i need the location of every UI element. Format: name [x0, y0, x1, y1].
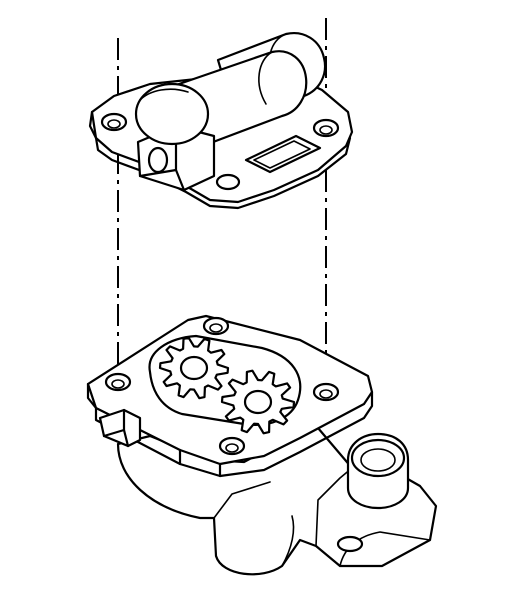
body-bolt-hole-front [218, 436, 246, 456]
body-mount-hole [336, 535, 364, 553]
body-bolt-hole-rear [202, 316, 230, 336]
driven-gear [220, 369, 296, 435]
cover-bolt-hole-left [100, 112, 128, 132]
pump-body [86, 314, 438, 576]
drive-gear [158, 336, 230, 400]
cover-outlet-port [244, 134, 322, 174]
cover-valve-bore [147, 146, 169, 174]
cover-bolt-hole-right [312, 118, 340, 138]
body-bolt-hole-left [104, 372, 132, 392]
cover-bolt-hole-front [215, 173, 241, 191]
cover-assembly [88, 32, 354, 210]
pump-inlet-boss [346, 432, 410, 510]
housing-side-tab [98, 408, 142, 448]
cover-end-cap [134, 82, 210, 146]
body-bolt-hole-right [312, 382, 340, 402]
